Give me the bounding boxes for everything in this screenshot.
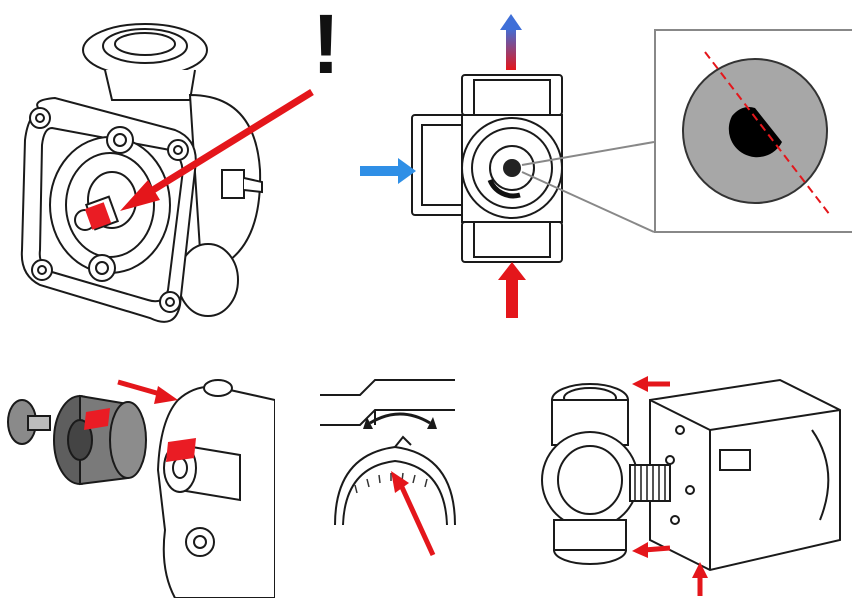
actuator-valve-icon [541, 376, 841, 596]
knob-red-marker [84, 408, 110, 430]
actuator-panel [540, 370, 852, 598]
scale-dial-panel [315, 375, 465, 598]
valve-cross-section-icon [360, 14, 852, 318]
bottom-left-arrow [643, 545, 671, 553]
blue-arrow [360, 166, 400, 176]
valve-isometric-icon [20, 23, 314, 323]
dial-arrow [398, 483, 436, 557]
red-arrow [138, 89, 314, 201]
knob-assembly-panel [0, 360, 275, 598]
knob-assembly-icon [7, 379, 275, 598]
assembly-arrow [117, 379, 161, 397]
warning-exclamation: ! [312, 0, 340, 91]
bottom-red-arrow [506, 276, 518, 318]
red-marker [84, 202, 112, 230]
valve-isometric-panel [0, 0, 350, 330]
spindle-red-marker [166, 438, 196, 462]
scale-dial-icon [320, 379, 456, 557]
valve-section-panel [350, 0, 852, 330]
